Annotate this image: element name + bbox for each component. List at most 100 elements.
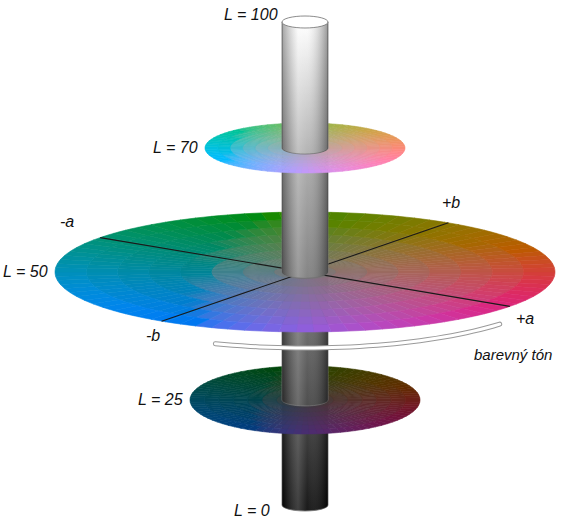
disc-cell: [268, 146, 281, 148]
disc-cell: [348, 398, 363, 399]
disc-cell: [330, 148, 343, 150]
disc-cell: [367, 270, 398, 272]
disc-cell: [307, 160, 312, 163]
cylinder-shading: [282, 272, 328, 406]
disc-cell: [333, 397, 348, 398]
disc-cell: [342, 149, 355, 150]
cylinder-shading: [282, 400, 328, 511]
disc-cell: [118, 272, 150, 275]
disc-cell: [342, 145, 355, 146]
disc-cell: [342, 147, 355, 149]
disc-cell: [312, 317, 328, 325]
disc-cell: [342, 149, 355, 150]
disc-cell: [348, 399, 362, 400]
disc-cell: [301, 425, 308, 429]
disc-cell: [180, 272, 211, 274]
disc-cell: [302, 417, 307, 421]
disc-cell: [300, 302, 311, 310]
disc-cell: [336, 269, 367, 271]
disc-cell: [334, 399, 348, 401]
disc-cell: [243, 273, 274, 275]
disc-cell: [302, 421, 308, 425]
disc-cell: [354, 145, 367, 147]
disc-cell: [298, 309, 311, 317]
disc-cell: [55, 272, 87, 276]
disc-cell: [330, 148, 343, 150]
disc-cell: [243, 273, 274, 275]
disc-cell: [268, 149, 281, 150]
disc-cell: [268, 148, 281, 150]
disc-cell: [262, 398, 277, 399]
disc-cell: [307, 417, 313, 421]
disc-cell: [340, 144, 353, 146]
disc-cell: [333, 396, 348, 398]
cylinder-segment: [282, 148, 328, 278]
disc-cell: [255, 149, 268, 150]
disc-cell: [255, 145, 268, 146]
disc-cell: [399, 270, 430, 272]
disc-cell: [461, 269, 493, 272]
disc-cell: [333, 401, 348, 402]
disc-cell: [347, 396, 362, 398]
disc-cell: [430, 269, 462, 272]
disc-cell: [296, 324, 313, 332]
disc-cell: [248, 401, 263, 402]
disc-cell: [336, 270, 367, 272]
disc-cell: [86, 272, 118, 276]
disc-cell: [250, 404, 265, 406]
disc-cell: [149, 272, 181, 275]
disc-cell: [255, 149, 268, 150]
cylinder-segment: [282, 400, 328, 511]
disc-cell: [249, 403, 264, 405]
disc-cell: [330, 146, 343, 148]
disc-cell: [190, 400, 205, 402]
disc-cell: [262, 400, 276, 402]
disc-cell: [244, 151, 257, 153]
disc-cell: [268, 148, 281, 150]
disc-cell: [330, 147, 343, 149]
disc-cell: [329, 145, 342, 146]
disc-cell: [255, 148, 268, 150]
disc-cell: [346, 394, 361, 396]
disc-cell: [262, 401, 277, 402]
disc-cell: [243, 149, 256, 150]
disc-cell: [204, 400, 219, 402]
disc-cell: [257, 151, 270, 153]
disc-cell: [268, 149, 281, 150]
disc-cell: [313, 324, 332, 332]
disc-cell: [308, 425, 316, 429]
disc-cell: [262, 401, 277, 402]
disc-cell: [301, 294, 310, 302]
disc-cell: [367, 147, 380, 148]
disc-cell: [355, 147, 368, 148]
disc-cell: [336, 271, 367, 272]
disc-cell: [302, 164, 307, 167]
disc-cell: [353, 144, 366, 146]
disc-cell: [362, 399, 377, 400]
disc-cell: [256, 150, 269, 152]
disc-cell: [355, 146, 368, 147]
cylinder-shading: [282, 148, 328, 278]
disc-cell: [255, 146, 268, 147]
disc-cell: [263, 402, 278, 404]
disc-cell: [377, 398, 392, 400]
disc-cell: [297, 317, 312, 325]
disc-cell: [328, 324, 349, 332]
disc-cell: [341, 145, 354, 147]
disc-cell: [391, 398, 406, 400]
hue-arc: [215, 324, 499, 348]
disc-cell: [262, 212, 283, 220]
cylinder-segment: [282, 272, 328, 406]
disc-cell: [329, 146, 342, 147]
disc-cell: [309, 302, 321, 310]
disc-cell: [308, 294, 318, 302]
disc-cell: [308, 421, 315, 425]
disc-cell: [268, 147, 281, 149]
disc-cell: [523, 268, 555, 272]
disc-cell: [307, 164, 313, 167]
disc-cell: [310, 309, 324, 317]
disc-cell: [342, 146, 355, 147]
disc-cell: [248, 402, 263, 404]
disc-cell: [333, 398, 348, 399]
